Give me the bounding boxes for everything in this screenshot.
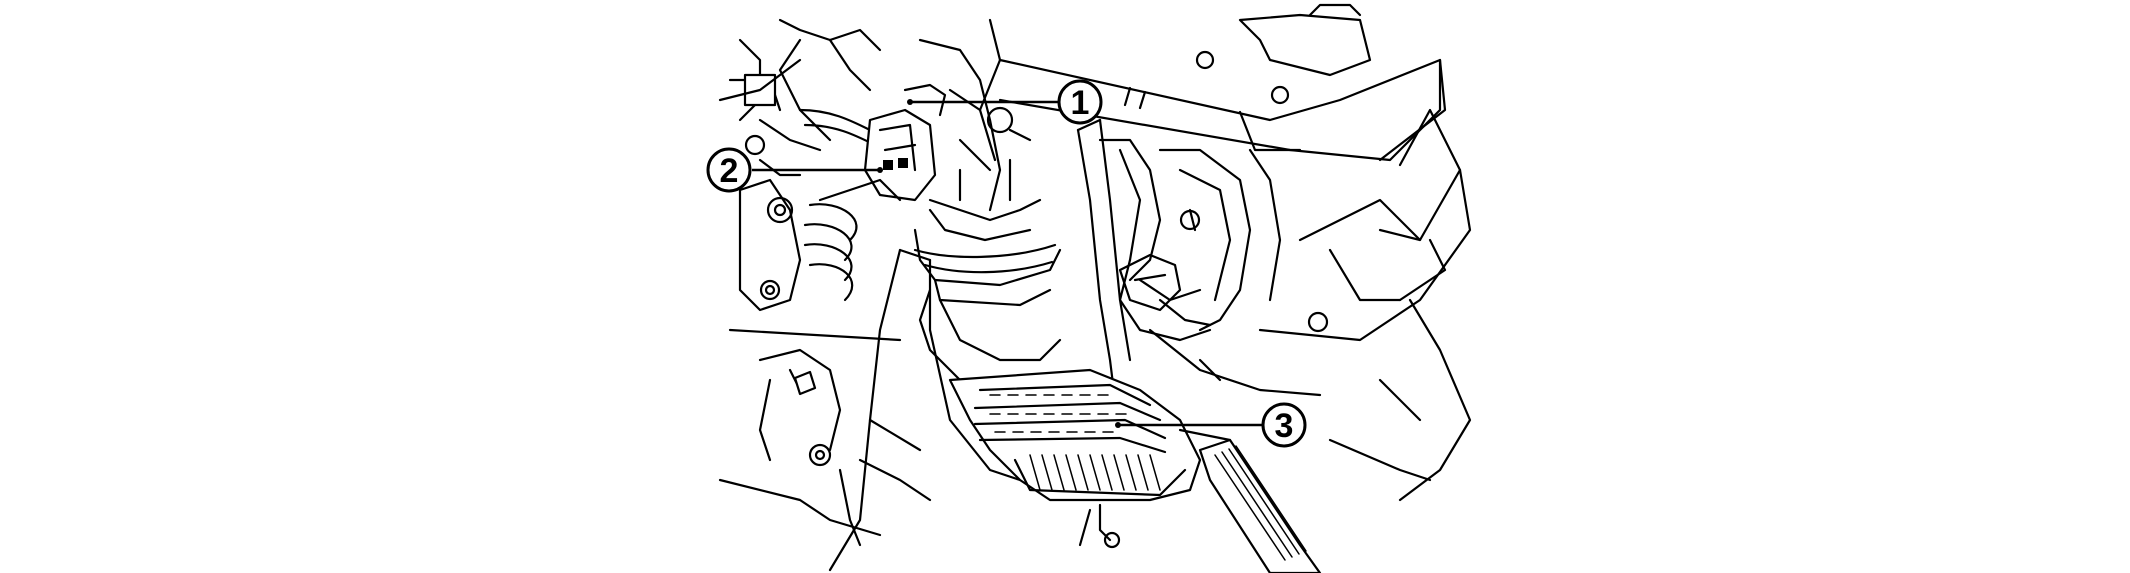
callout-2-label: 2 [720, 152, 739, 190]
accelerator-pedal [1178, 428, 1322, 573]
callout-3: 3 [1261, 402, 1307, 448]
callout-3-label: 3 [1275, 407, 1294, 445]
brake-pedal-pad [948, 368, 1202, 549]
callout-leaders [752, 99, 1262, 428]
pedal-stem [828, 248, 1022, 572]
brake-pedal-arm [1076, 118, 1132, 402]
dash-reinforcement-bracket [978, 3, 1442, 162]
callout-2: 2 [706, 147, 752, 193]
stop-lamp-bracket [1118, 253, 1212, 327]
pedal-pad-texture [989, 394, 1127, 433]
right-side-panel [1258, 58, 1472, 502]
booster-pipe [1098, 138, 1322, 397]
floor-bracket [718, 348, 882, 547]
callout-1: 1 [1057, 79, 1103, 125]
callout-1-label: 1 [1071, 84, 1090, 122]
master-cylinder-boot [913, 228, 1062, 382]
pedal-mechanism [718, 18, 1042, 342]
